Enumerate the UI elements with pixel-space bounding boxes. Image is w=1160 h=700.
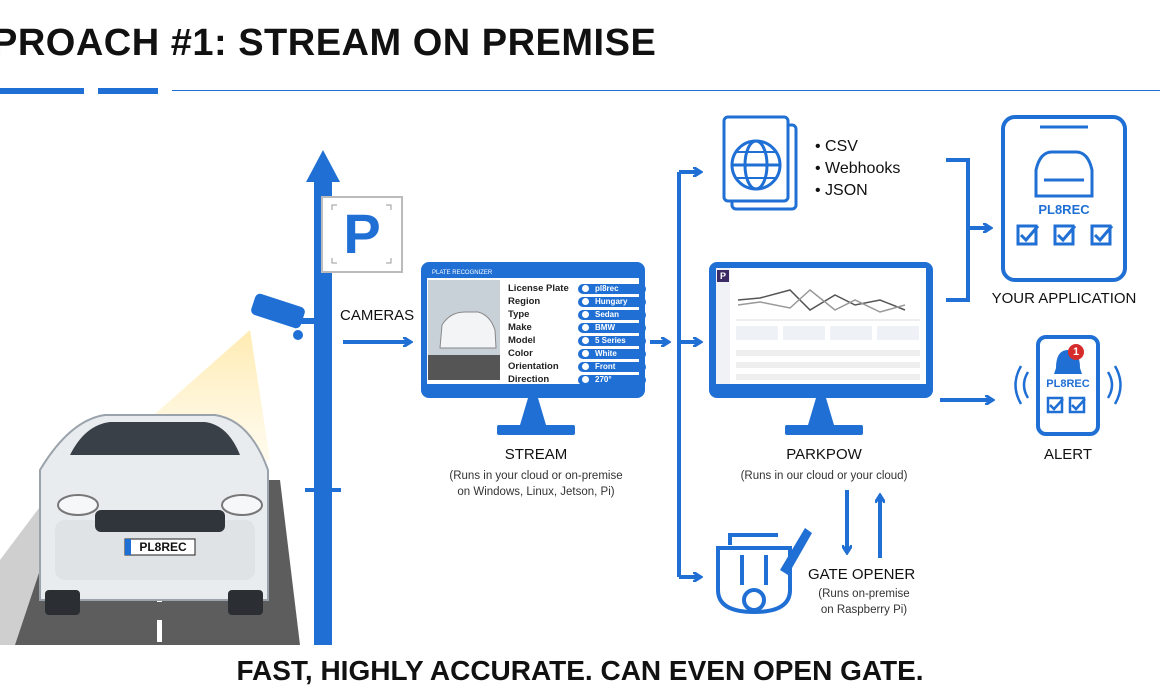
stream-field-key: Region <box>508 296 541 307</box>
cameras-label: CAMERAS <box>340 307 415 324</box>
gate-label: GATE OPENER <box>808 566 916 583</box>
stream-field-row: Make BMW <box>508 321 646 334</box>
car-plate-text: PL8REC <box>139 540 187 554</box>
stream-sub-2: on Windows, Linux, Jetson, Pi) <box>457 486 615 498</box>
parkpow-logo: P <box>717 270 729 282</box>
parking-sign-letter: P <box>343 202 381 265</box>
stream-field-row: Type Sedan <box>508 308 646 321</box>
outputs-item-csv: • CSV <box>815 138 858 155</box>
stream-label: STREAM <box>504 446 568 463</box>
title-underline-line <box>172 90 1160 91</box>
gate-gear-icon <box>716 528 812 615</box>
parking-sign-icon <box>321 196 403 273</box>
stream-field-row: Model 5 Series <box>508 334 646 347</box>
stream-field-value: Hungary <box>578 296 646 307</box>
stream-field-key: Orientation <box>508 361 559 372</box>
outputs-item-label: JSON <box>825 182 868 199</box>
outputs-item-label: Webhooks <box>825 160 901 177</box>
stream-sub-1: (Runs in your cloud or on-premise <box>449 470 623 482</box>
outputs-item-json: • JSON <box>815 182 868 199</box>
stream-field-row: Color White <box>508 347 646 360</box>
bell-icon <box>1014 335 1122 436</box>
stream-field-key: Direction <box>508 374 550 385</box>
stream-field-value: BMW <box>578 322 646 333</box>
outputs-item-webhooks: • Webhooks <box>815 160 901 177</box>
camera-icon <box>251 293 314 340</box>
alert-badge: 1 <box>1072 346 1080 358</box>
outputs-item-label: CSV <box>825 138 858 155</box>
stream-field-key: Make <box>508 322 532 333</box>
pole <box>314 175 332 645</box>
stream-field-row: License Plate pl8rec <box>508 282 646 295</box>
car <box>39 414 269 615</box>
stream-screen-header: PLATE RECOGNIZER <box>432 270 493 276</box>
footer-tagline: FAST, HIGHLY ACCURATE. CAN EVEN OPEN GAT… <box>236 655 924 686</box>
stream-field-row: Region Hungary <box>508 295 646 308</box>
outputs-list: • CSV • Webhooks • JSON <box>815 136 900 202</box>
page-title: PROACH #1: STREAM ON PREMISE <box>0 22 657 64</box>
globe-document-icon <box>722 115 798 211</box>
your-app-label: YOUR APPLICATION <box>991 290 1137 307</box>
stream-field-key: Color <box>508 348 533 359</box>
parkpow-label: PARKPOW <box>786 446 862 463</box>
alert-label: ALERT <box>1043 446 1093 463</box>
parkpow-sub: (Runs in our cloud or your cloud) <box>740 470 908 482</box>
gate-sub-2: on Raspberry Pi) <box>820 604 908 616</box>
stream-field-list: License Plate pl8rec Region Hungary Type Se… <box>508 282 646 386</box>
stream-field-key: Type <box>508 309 530 320</box>
alert-brand: PL8REC <box>1046 378 1090 390</box>
phone-car-icon <box>1001 115 1127 282</box>
stream-field-row: Direction 270° <box>508 373 646 386</box>
stream-field-key: Model <box>508 335 536 346</box>
your-app-brand: PL8REC <box>1038 202 1090 217</box>
stream-field-value: Sedan <box>578 309 646 320</box>
stream-field-value: White <box>578 348 646 359</box>
stream-field-value: 270° <box>578 374 646 385</box>
stream-field-value: pl8rec <box>578 283 646 294</box>
stream-field-value: 5 Series <box>578 335 646 346</box>
gate-sub-1: (Runs on-premise <box>818 588 910 600</box>
stream-field-row: Orientation Front <box>508 360 646 373</box>
title-underline-accent-1 <box>0 88 84 94</box>
stream-field-value: Front <box>578 361 646 372</box>
stream-field-key: License Plate <box>508 283 569 294</box>
title-underline-accent-2 <box>98 88 158 94</box>
